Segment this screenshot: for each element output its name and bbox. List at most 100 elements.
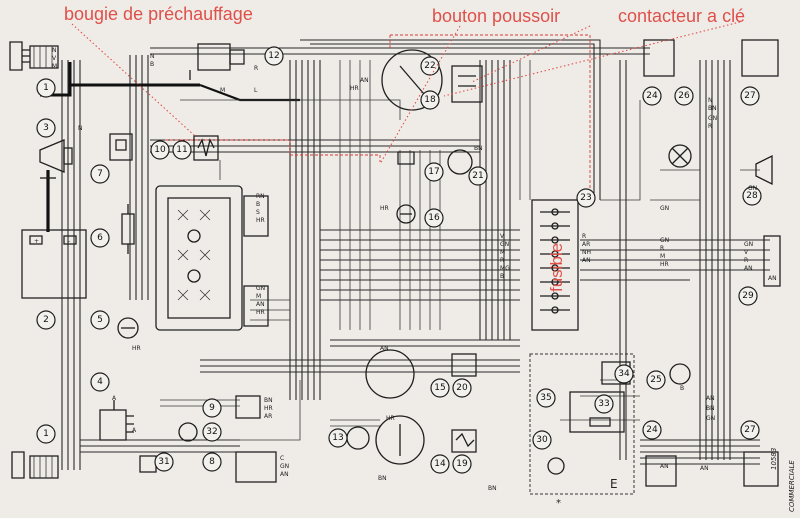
svg-text:S: S: [256, 209, 260, 216]
component-number-32: 32: [202, 422, 222, 442]
component-number-11: 11: [172, 140, 192, 160]
svg-text:5: 5: [97, 315, 103, 325]
component-number-33: 33: [594, 394, 614, 414]
component-26-lamp: [668, 144, 692, 168]
svg-text:MG: MG: [500, 265, 510, 272]
annotation-glow-plug: bougie de préchauffage: [64, 4, 253, 24]
svg-text:20: 20: [456, 383, 468, 393]
svg-text:V: V: [744, 249, 749, 256]
svg-text:BN: BN: [706, 405, 715, 412]
component-24-top-connector: [643, 39, 675, 77]
svg-text:26: 26: [678, 91, 690, 101]
svg-text:BN: BN: [264, 397, 273, 404]
svg-text:4: 4: [97, 377, 103, 387]
svg-text:29: 29: [742, 291, 754, 301]
component-number-13: 13: [328, 428, 348, 448]
svg-text:AN: AN: [660, 463, 669, 470]
box-e-label: E: [610, 477, 618, 491]
svg-text:HR: HR: [380, 205, 389, 212]
component-12-module: [189, 43, 245, 80]
svg-text:GN: GN: [256, 285, 265, 292]
component-13-lamp: [346, 426, 370, 450]
component-number-28: 28: [742, 186, 762, 206]
svg-text:24: 24: [646, 425, 658, 435]
svg-text:AN: AN: [380, 345, 389, 352]
svg-text:N: N: [150, 53, 155, 60]
svg-text:1: 1: [43, 429, 49, 439]
component-number-24b: 24: [642, 420, 662, 440]
svg-text:AR: AR: [264, 413, 272, 420]
svg-text:27: 27: [744, 425, 755, 435]
wire-code-labels: N V M N B M L R N A A HR RN B S HR GN M …: [52, 47, 777, 492]
component-7-switch: [109, 133, 133, 161]
svg-text:AR: AR: [582, 241, 590, 248]
footer-code: 10583: [770, 448, 778, 470]
svg-text:GN: GN: [500, 241, 509, 248]
component-number-25: 25: [646, 370, 666, 390]
svg-text:AN: AN: [768, 275, 777, 282]
svg-text:AN: AN: [256, 301, 265, 308]
component-number-2: 2: [36, 310, 56, 330]
component-25-lamp: [669, 363, 691, 385]
component-number-27b: 27: [740, 420, 760, 440]
wiring-harness: [40, 39, 770, 470]
component-number-19: 19: [452, 454, 472, 474]
svg-text:6: 6: [97, 233, 103, 243]
component-number-16: 16: [424, 208, 444, 228]
component-number-26: 26: [674, 86, 694, 106]
component-number-7: 7: [90, 164, 110, 184]
svg-text:23: 23: [580, 193, 591, 203]
component-29-connector: [763, 235, 781, 287]
svg-text:-: -: [68, 238, 70, 245]
component-number-5: 5: [90, 310, 110, 330]
svg-text:+: +: [34, 238, 39, 245]
svg-text:L: L: [254, 87, 258, 94]
svg-text:25: 25: [650, 375, 661, 385]
component-number-17: 17: [424, 162, 444, 182]
svg-text:R: R: [500, 257, 504, 264]
svg-text:AN: AN: [582, 257, 591, 264]
svg-text:R: R: [582, 233, 586, 240]
svg-text:HR: HR: [256, 217, 265, 224]
svg-text:17: 17: [428, 167, 439, 177]
component-number-21: 21: [468, 166, 488, 186]
push-button-relay: [451, 65, 483, 103]
svg-text:13: 13: [332, 433, 343, 443]
svg-text:A: A: [132, 427, 137, 434]
svg-text:BN: BN: [474, 145, 483, 152]
component-number-10: 10: [150, 140, 170, 160]
component-number-20: 20: [452, 378, 472, 398]
svg-text:V: V: [500, 233, 505, 240]
svg-text:HR: HR: [660, 261, 669, 268]
svg-text:B: B: [500, 273, 504, 280]
footer-category: COMMERCIALE: [788, 460, 796, 512]
svg-text:31: 31: [158, 457, 169, 467]
svg-text:GN: GN: [660, 205, 669, 212]
component-27-bottom-connector: [743, 451, 779, 487]
svg-text:BN: BN: [488, 485, 497, 492]
preheat-circuit-highlight: [165, 34, 591, 205]
svg-text:AN: AN: [280, 471, 289, 478]
component-10-relay-box: [155, 185, 269, 331]
component-28-sensor: [755, 154, 773, 186]
svg-text:M: M: [256, 293, 261, 300]
component-number-30: 30: [532, 430, 552, 450]
svg-text:R: R: [708, 123, 712, 130]
svg-text:R: R: [254, 65, 258, 72]
component-number-8: 8: [202, 452, 222, 472]
component-14-gauge: [375, 415, 425, 465]
component-number-15: 15: [430, 378, 450, 398]
svg-text:BN: BN: [708, 105, 717, 112]
svg-text:3: 3: [43, 123, 49, 133]
svg-text:2: 2: [43, 315, 49, 325]
svg-text:11: 11: [176, 145, 187, 155]
svg-text:RN: RN: [256, 193, 265, 200]
svg-text:16: 16: [428, 213, 440, 223]
component-number-31: 31: [154, 452, 174, 472]
svg-text:V: V: [52, 55, 57, 62]
component-number-6: 6: [90, 228, 110, 248]
component-5-lamp: [117, 317, 139, 339]
component-number-4: 4: [90, 372, 110, 392]
svg-text:10: 10: [154, 145, 166, 155]
